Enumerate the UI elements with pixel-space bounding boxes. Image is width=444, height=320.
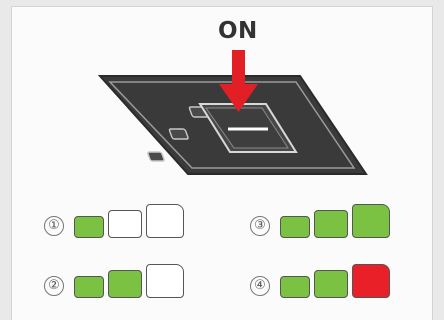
indicator-2-cell-2 — [108, 270, 142, 298]
indicator-2-cell-1 — [74, 276, 104, 298]
indicator-3-cell-3 — [352, 204, 390, 238]
indicator-number-4: ④ — [250, 276, 270, 296]
indicator-4-cell-2 — [314, 270, 348, 298]
indicator-2-cell-3 — [146, 264, 184, 298]
indicator-1-cell-3 — [146, 204, 184, 238]
indicator-number-3: ③ — [250, 216, 270, 236]
small-button-2 — [168, 128, 189, 140]
indicator-number-2: ② — [44, 276, 64, 296]
indicator-4-cell-1 — [280, 276, 310, 298]
down-arrow-icon — [219, 50, 258, 112]
indicator-3-cell-1 — [280, 216, 310, 238]
indicator-number-1: ① — [44, 216, 64, 236]
indicator-1-cell-1 — [74, 216, 104, 238]
indicator-3-cell-2 — [314, 210, 348, 238]
small-button-3 — [147, 151, 165, 162]
indicator-1-cell-2 — [108, 210, 142, 238]
on-label: ON — [218, 18, 258, 44]
indicator-4-cell-3 — [352, 264, 390, 298]
